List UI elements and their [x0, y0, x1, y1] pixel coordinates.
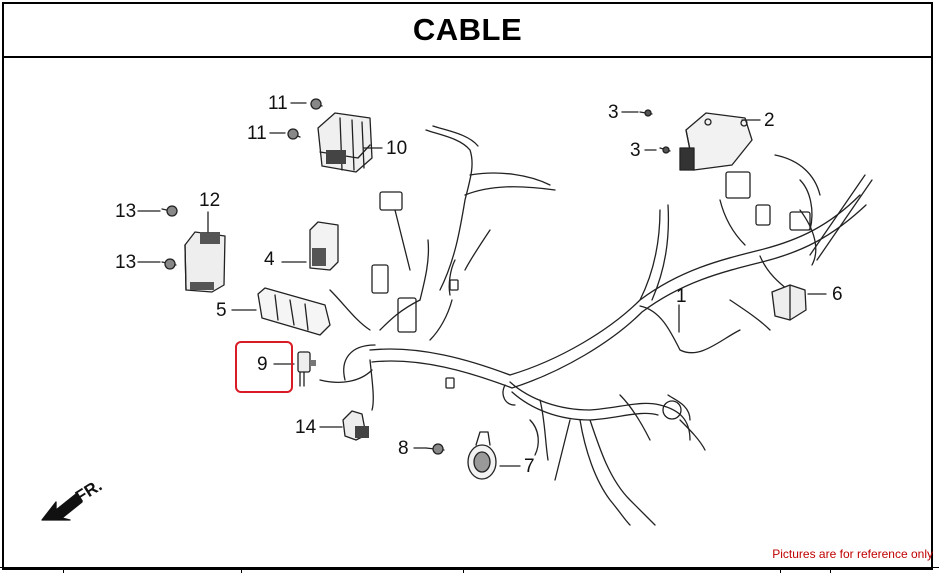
callout-2: 2: [764, 110, 775, 131]
callout-6: 6: [832, 284, 843, 305]
callout-5: 5: [216, 300, 227, 321]
part-4-relay: [309, 221, 339, 271]
part-10-regulator: [317, 112, 373, 173]
part-14-switch: [342, 410, 369, 441]
callout-11-upper: 11: [268, 93, 288, 114]
callout-13-lower: 13: [115, 252, 137, 273]
part-6-connector: [771, 284, 807, 321]
diagram-area: [2, 56, 933, 570]
callout-1: 1: [676, 286, 687, 307]
bottom-divider: [780, 567, 781, 573]
part-7-horn: [467, 431, 497, 480]
part-9-sensor: [297, 351, 316, 387]
main-wire-harness: [319, 125, 873, 526]
bottom-divider: [463, 567, 464, 573]
diagram-title: CABLE: [412, 12, 523, 47]
bottom-divider: [241, 567, 242, 573]
part-8-bolt: [425, 443, 445, 455]
harness-connectors: [371, 171, 811, 389]
part-3-screws: [639, 109, 671, 154]
part-2-control-unit: [679, 112, 753, 171]
callout-leader-lines: [137, 102, 827, 467]
bottom-divider: [63, 567, 64, 573]
callout-3-upper: 3: [608, 102, 619, 123]
bottom-table-border: [0, 567, 939, 574]
callout-3-lower: 3: [630, 140, 641, 161]
reference-footnote: Pictures are for reference only: [772, 547, 933, 561]
callout-9: 9: [257, 354, 268, 375]
callout-11-lower: 11: [247, 123, 267, 144]
part-12-module: [184, 231, 226, 293]
callout-4: 4: [264, 249, 275, 270]
callout-10: 10: [386, 138, 408, 159]
bottom-divider: [830, 567, 831, 573]
front-direction-arrow-icon: [41, 493, 83, 521]
part-13-bolts: [161, 205, 178, 270]
callout-7: 7: [524, 456, 535, 477]
callout-8: 8: [398, 438, 409, 459]
callout-12: 12: [199, 190, 221, 211]
callout-13-upper: 13: [115, 201, 137, 222]
part-5-fuse-box: [257, 287, 331, 336]
part-11-bolts: [287, 98, 323, 140]
callout-14: 14: [295, 417, 317, 438]
title-bar: CABLE: [2, 2, 933, 58]
part-9-highlight-box: [235, 341, 293, 393]
